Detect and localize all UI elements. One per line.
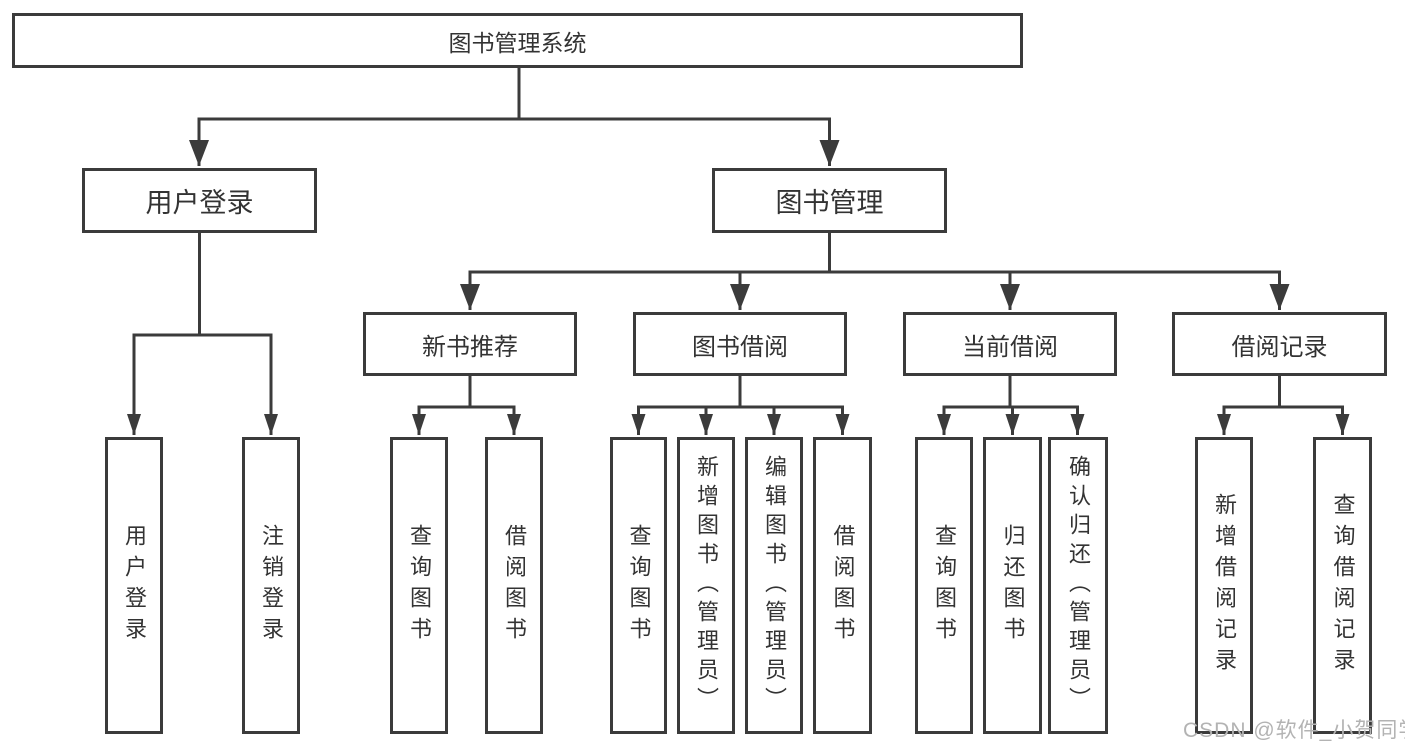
leaf-edit-books-admin: 编辑图书（管理员） [745, 437, 803, 734]
leaf-return-books-label: 归还图书 [1000, 523, 1026, 648]
leaf-query-borrow-record: 查询借阅记录 [1313, 437, 1372, 734]
leaf-query-books-current: 查询图书 [915, 437, 973, 734]
csdn-watermark: CSDN @软件_小贺同学 [1183, 719, 1405, 742]
leaf-add-borrow-record: 新增借阅记录 [1195, 437, 1253, 734]
leaf-add-borrow-record-label: 新增借阅记录 [1212, 492, 1237, 679]
node-book-borrowing: 图书借阅 [633, 312, 847, 376]
leaf-user-login-label: 用户登录 [122, 523, 147, 648]
leaf-borrow-books-recommend-label: 借阅图书 [502, 523, 527, 648]
leaf-query-books-borrowing-label: 查询图书 [626, 523, 652, 648]
leaf-query-books-borrowing: 查询图书 [610, 437, 667, 734]
node-current-borrowing: 当前借阅 [903, 312, 1117, 376]
node-library-management-system: 图书管理系统 [12, 13, 1023, 68]
node-new-book-recommend: 新书推荐 [363, 312, 577, 376]
leaf-logout-login: 注销登录 [242, 437, 300, 734]
node-user-login: 用户登录 [82, 168, 317, 233]
leaf-return-books: 归还图书 [983, 437, 1042, 734]
leaf-logout-login-label: 注销登录 [259, 523, 284, 648]
node-book-management: 图书管理 [712, 168, 947, 233]
leaf-query-borrow-record-label: 查询借阅记录 [1330, 492, 1356, 679]
leaf-borrow-books-borrowing-label: 借阅图书 [830, 523, 856, 648]
leaf-borrow-books-recommend: 借阅图书 [485, 437, 543, 734]
leaf-user-login: 用户登录 [105, 437, 163, 734]
leaf-edit-books-admin-label: 编辑图书（管理员） [762, 455, 787, 716]
leaf-query-books-recommend-label: 查询图书 [407, 523, 432, 648]
node-borrowing-records: 借阅记录 [1172, 312, 1387, 376]
leaf-query-books-recommend: 查询图书 [390, 437, 448, 734]
leaf-query-books-current-label: 查询图书 [932, 523, 957, 648]
leaf-add-books-admin: 新增图书（管理员） [677, 437, 735, 734]
leaf-add-books-admin-label: 新增图书（管理员） [694, 455, 719, 716]
leaf-confirm-return-admin: 确认归还（管理员） [1048, 437, 1108, 734]
leaf-confirm-return-admin-label: 确认归还（管理员） [1066, 455, 1091, 716]
leaf-borrow-books-borrowing: 借阅图书 [813, 437, 872, 734]
